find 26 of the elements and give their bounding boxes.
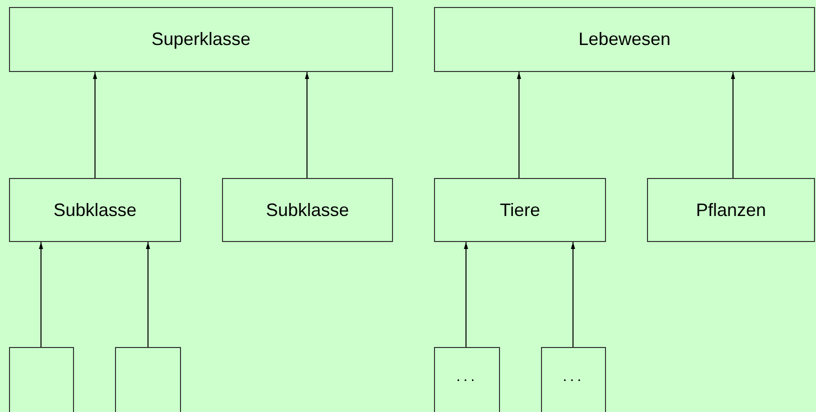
class-name: Subklasse (53, 200, 137, 220)
arrow (516, 72, 522, 178)
class-name: Pflanzen (696, 200, 766, 220)
class-name: Superklasse (151, 29, 251, 50)
arrow (92, 72, 98, 178)
arrow (570, 242, 576, 348)
class-box (647, 178, 815, 242)
arrow (146, 242, 150, 348)
class-name: ... (562, 368, 584, 385)
class-box (541, 347, 606, 412)
arrow (304, 72, 310, 178)
class-box (434, 7, 815, 72)
arrow (464, 242, 468, 348)
class-box (434, 347, 500, 412)
class-name: ... (456, 368, 478, 385)
class-box (222, 178, 393, 242)
class-box (434, 178, 606, 242)
class-name: Lebewesen (578, 29, 671, 50)
class-name: Tiere (500, 200, 540, 220)
class-name: Subklasse (266, 200, 350, 220)
empty-box (115, 347, 181, 412)
arrow (38, 242, 44, 348)
empty-box (9, 347, 74, 412)
class-box (9, 178, 181, 242)
arrow (730, 72, 736, 178)
class-box (9, 7, 393, 72)
